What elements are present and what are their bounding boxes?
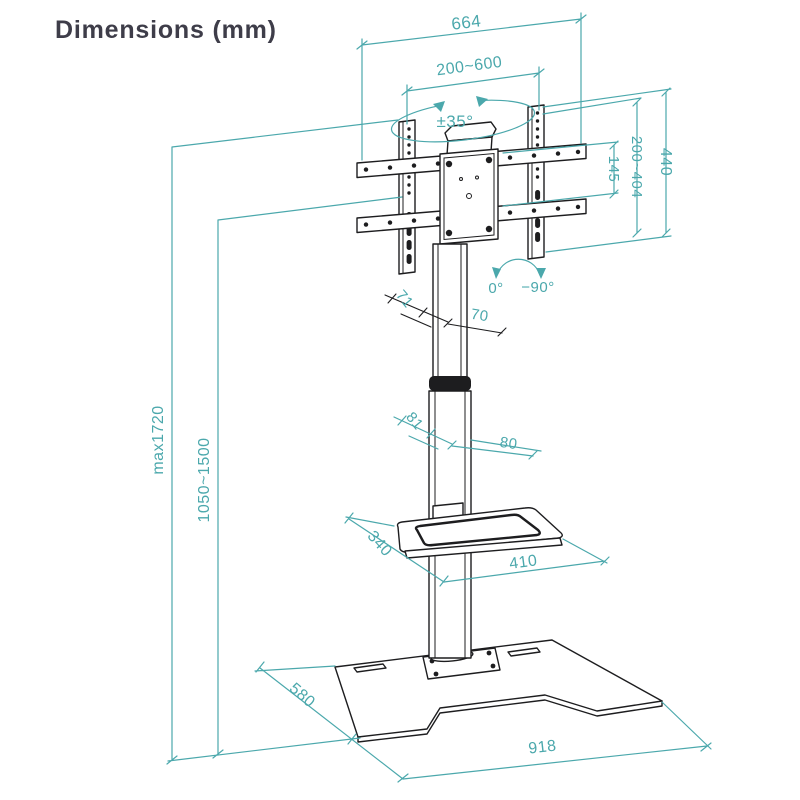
- dim-swivel-angle: ±35°: [390, 96, 536, 143]
- dim-upper-pole-width-label: 70: [470, 306, 490, 326]
- swivel-arrow-left: [433, 101, 445, 112]
- swivel-arrow-right: [476, 96, 488, 107]
- pole-clamp-collar: [429, 376, 471, 391]
- dim-base-width-label: 918: [528, 737, 558, 757]
- tilt-arrow-right: [536, 268, 546, 279]
- dim-vesa-height-label: 200~404: [628, 136, 645, 198]
- dim-bracket-height: 440: [542, 87, 674, 253]
- dim-vesa-height-range: 200~404: [542, 97, 645, 238]
- base-slot-left: [353, 663, 387, 673]
- dim-total-width: 664: [356, 11, 587, 161]
- dim-base-depth-label: 580: [286, 680, 318, 711]
- dim-plate-height: 145: [502, 140, 622, 207]
- page-title: Dimensions (mm): [55, 16, 277, 44]
- dim-lower-pole-depth-label: 81: [402, 409, 426, 433]
- av-shelf: [396, 502, 563, 559]
- base-slot-right: [507, 647, 541, 657]
- dim-bracket-height-label: 440: [657, 148, 674, 176]
- dim-max-height-label: max1720: [150, 405, 167, 474]
- dim-tilt-start-label: 0°: [488, 280, 503, 297]
- dim-vesa-width-label: 200~600: [435, 54, 503, 79]
- dim-heights: max1720 1050~1500: [150, 119, 403, 765]
- base-plate: [334, 639, 663, 743]
- dim-upper-pole-depth-label: 71: [392, 287, 416, 311]
- dim-swivel-label: ±35°: [436, 112, 473, 131]
- dim-shelf-width-label: 410: [508, 552, 538, 573]
- upper-pole: [429, 243, 471, 391]
- dim-tilt-end-label: −90°: [521, 279, 554, 296]
- dim-height-range-label: 1050~1500: [196, 437, 213, 522]
- vesa-plate: [439, 121, 499, 245]
- dim-plate-height-label: 145: [605, 156, 622, 183]
- tilt-arrow-left: [492, 267, 501, 279]
- dim-shelf-depth-label: 340: [364, 528, 396, 560]
- dim-tilt-range: 0° −90°: [488, 258, 554, 297]
- dim-lower-pole-width-label: 80: [499, 434, 519, 453]
- crossbar-holes: [363, 149, 581, 227]
- dim-total-width-label: 664: [450, 11, 482, 33]
